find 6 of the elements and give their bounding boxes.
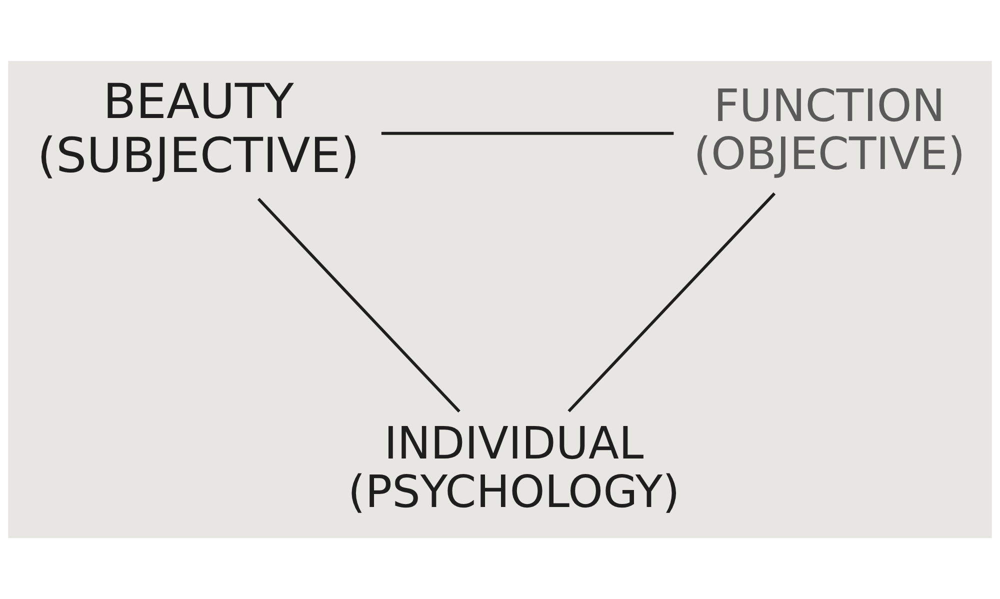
node-text: INDIVIDUAL (PSYCHOLOGY)	[348, 418, 680, 518]
connector	[381, 132, 674, 135]
connector	[257, 198, 460, 413]
connector	[568, 192, 776, 412]
node-text: FUNCTION (OBJECTIVE)	[694, 80, 966, 180]
node-text: BEAUTY (SUBJECTIVE)	[37, 74, 360, 184]
